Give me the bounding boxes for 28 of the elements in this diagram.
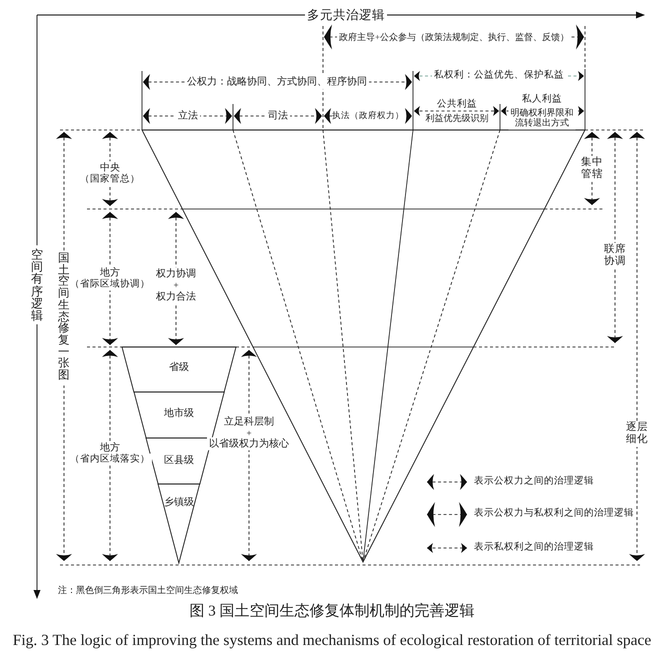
figure-caption: Fig. 3 The logic of improving the systems and mechanisms of ecological restoration of territorial space bbox=[12, 632, 652, 650]
span-label: 司法 bbox=[266, 109, 290, 123]
axis-label: 空间有序逻辑 bbox=[30, 245, 44, 325]
range-label: + bbox=[171, 278, 181, 292]
range-label: 国土空间生态修复一张图 bbox=[56, 250, 72, 386]
span-label: 公共利益 bbox=[435, 98, 479, 111]
legend-label: 表示公权力之间的治理逻辑 bbox=[474, 476, 594, 488]
span-label: 政府主导+公众参与（政策法规制定、执行、监督、反馈） bbox=[337, 30, 571, 44]
legend-label: 表示公权力与私权利之间的治理逻辑 bbox=[474, 508, 634, 520]
level-band: 省级 bbox=[122, 347, 236, 392]
level-band: 乡镇级 bbox=[158, 484, 200, 563]
level-band: 地市级 bbox=[134, 392, 224, 438]
range-label: 中央 bbox=[98, 160, 122, 174]
span-label: 立法 bbox=[176, 109, 200, 123]
span-label: 公权力：战略协同、方式协同、程序协同 bbox=[185, 75, 369, 89]
range-label: 权力合法 bbox=[154, 290, 198, 304]
figure-caption: 图 3 国土空间生态修复体制机制的完善逻辑 bbox=[190, 603, 474, 621]
span-label: 执法（政府权力） bbox=[332, 110, 404, 122]
range-label: 以省级权力为核心 bbox=[207, 436, 291, 450]
range-label: 地方 bbox=[98, 440, 122, 454]
range-label: 立足科层制 bbox=[222, 414, 276, 428]
span-label: 利益优先级识别 bbox=[424, 111, 490, 124]
range-label: 权力协调 bbox=[154, 266, 198, 280]
range-label: 地方 bbox=[98, 266, 122, 280]
axis-label: 多元共治逻辑 bbox=[305, 6, 387, 24]
note-text: 注：黑色倒三角形表示国土空间生态修复权域 bbox=[58, 584, 238, 596]
span-label: 明确权利界限和流转退出方式 bbox=[508, 106, 576, 130]
legend-label: 表示私权利之间的治理逻辑 bbox=[474, 542, 594, 554]
